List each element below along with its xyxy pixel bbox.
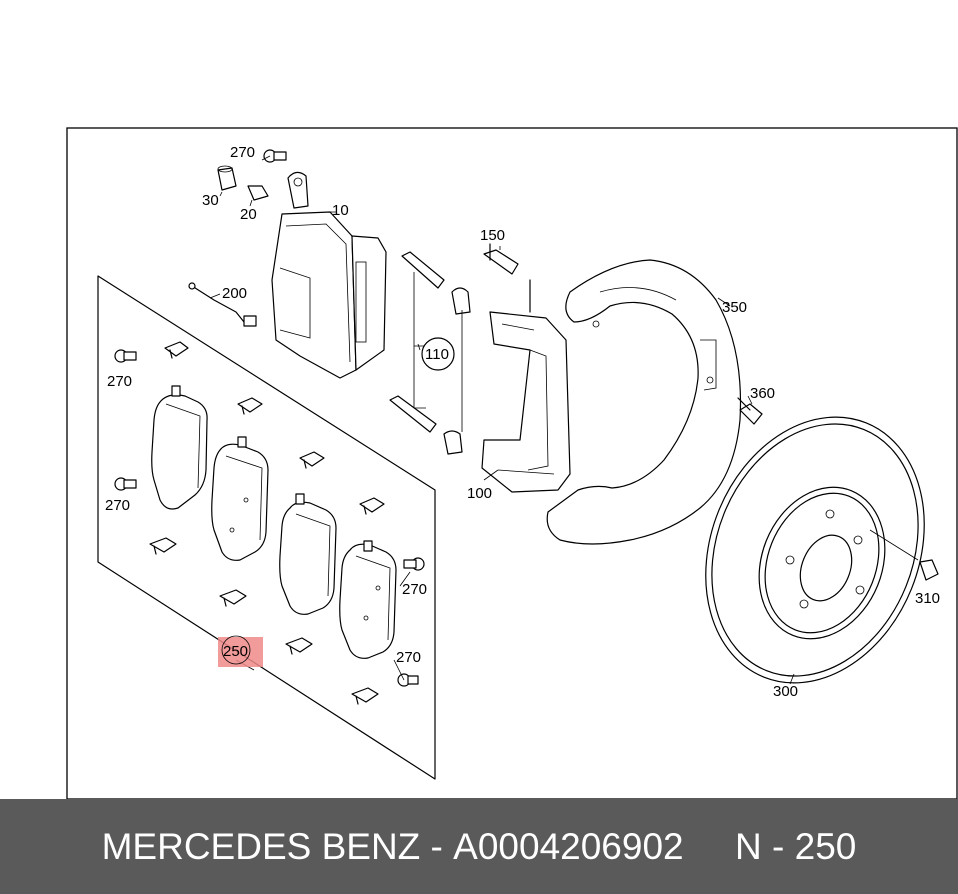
- caliper-carrier[interactable]: [481, 279, 571, 493]
- guide-bolts[interactable]: [389, 251, 471, 455]
- callout-270-left-lower[interactable]: 270: [105, 497, 130, 514]
- callout-270-right-lower[interactable]: 270: [396, 649, 421, 666]
- brand-name: MERCEDES BENZ: [101, 825, 421, 867]
- callout-360[interactable]: 360: [750, 385, 775, 402]
- highlight-250: [218, 637, 263, 667]
- callout-270-right-upper[interactable]: 270: [402, 581, 427, 598]
- callout-200[interactable]: 200: [222, 285, 247, 302]
- brake-caliper[interactable]: [271, 171, 387, 379]
- callout-labels: 270 30 20 10 200 150 350 110 270 360 270…: [105, 144, 940, 700]
- guide-pin-caps[interactable]: [217, 149, 287, 201]
- callout-10[interactable]: 10: [332, 202, 349, 219]
- callout-270-top[interactable]: 270: [230, 144, 255, 161]
- footer-separator: -: [420, 825, 454, 867]
- position-number: N - 250: [735, 825, 857, 867]
- callout-270-left-upper[interactable]: 270: [107, 373, 132, 390]
- splash-shield[interactable]: [546, 259, 742, 545]
- callout-150[interactable]: 150: [480, 227, 505, 244]
- callout-110[interactable]: 110: [425, 346, 449, 363]
- brake-pad-kit[interactable]: [97, 275, 436, 780]
- part-info-footer: MERCEDES BENZ - A0004206902 N - 250: [0, 799, 958, 894]
- callout-100[interactable]: 100: [467, 485, 492, 502]
- bolt-310[interactable]: [919, 559, 939, 581]
- callout-250[interactable]: 250: [223, 643, 248, 660]
- footer-gap: [684, 826, 735, 868]
- part-number: A0004206902: [453, 825, 684, 867]
- brake-disc[interactable]: [667, 384, 958, 716]
- callout-350[interactable]: 350: [722, 299, 747, 316]
- bolt-150[interactable]: [483, 243, 519, 275]
- callout-300[interactable]: 300: [773, 683, 798, 700]
- callout-20[interactable]: 20: [240, 206, 257, 223]
- callout-310[interactable]: 310: [915, 590, 940, 607]
- screw-360[interactable]: [737, 397, 763, 425]
- wear-sensor[interactable]: [188, 282, 257, 327]
- callout-30[interactable]: 30: [202, 192, 219, 209]
